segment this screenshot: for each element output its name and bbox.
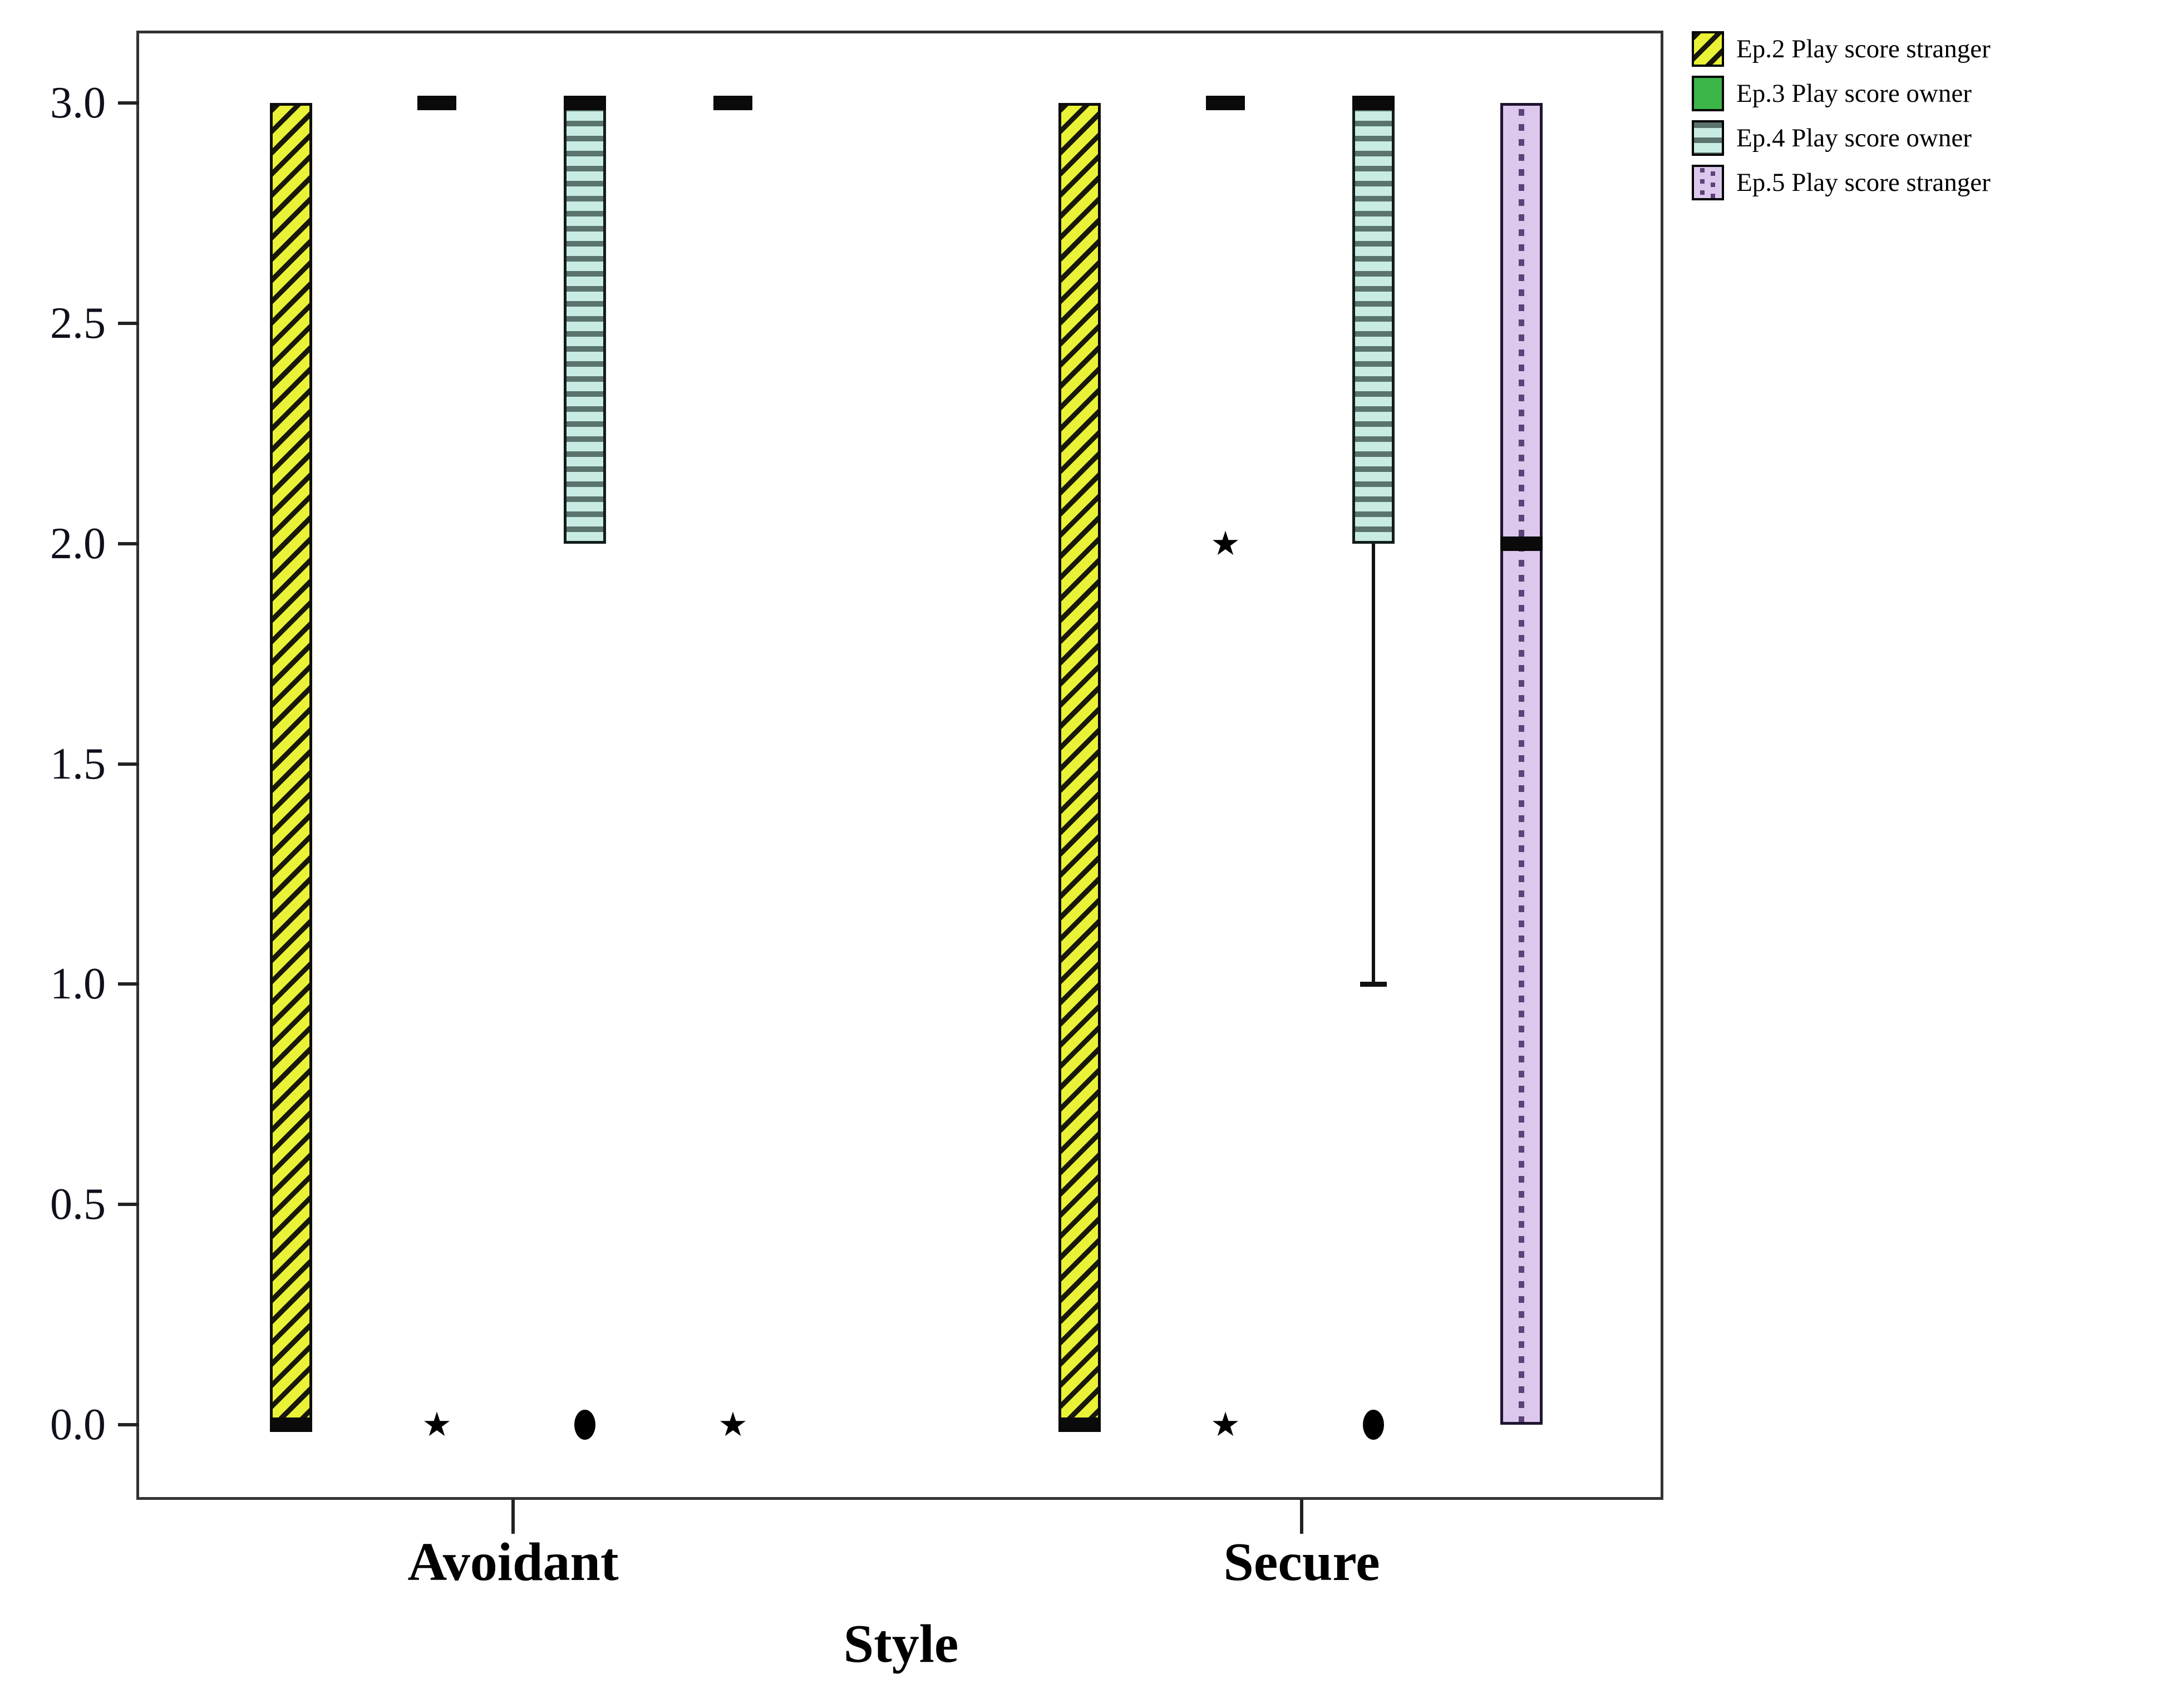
legend: Ep.2 Play score stranger Ep.3 Play score… xyxy=(1692,31,1991,200)
legend-swatch-ep3-solid-icon xyxy=(1692,76,1724,111)
legend-swatch-ep4-stripes-icon xyxy=(1692,120,1724,156)
y-tick-label: 0.0 xyxy=(50,1400,106,1449)
legend-label-ep3: Ep.3 Play score owner xyxy=(1736,78,1972,108)
x-tick xyxy=(1300,1499,1303,1534)
legend-item-ep2: Ep.2 Play score stranger xyxy=(1692,31,1991,67)
y-tick xyxy=(118,982,139,986)
y-tick-label: 3.0 xyxy=(50,78,106,127)
y-tick-label: 0.5 xyxy=(50,1180,106,1229)
y-tick-label: 2.0 xyxy=(50,519,106,568)
legend-label-ep5: Ep.5 Play score stranger xyxy=(1736,168,1991,197)
median-bar-avoidant-ep-2-play-score-stranger xyxy=(270,1417,312,1432)
plot-frame xyxy=(136,31,1663,1500)
legend-swatch-ep5-dots-icon xyxy=(1692,165,1724,200)
y-tick xyxy=(118,1203,139,1207)
whisker-secure-ep-4-play-score-owner xyxy=(1372,543,1375,985)
y-tick-label: 1.0 xyxy=(50,959,106,1009)
collapsed-box-avoidant-ep-3-play-score-owner xyxy=(417,96,456,110)
outlier-star-icon: ★ xyxy=(1210,524,1240,563)
legend-swatch-ep2-hatch-icon xyxy=(1692,31,1724,67)
median-bar-avoidant-ep-4-play-score-owner xyxy=(564,96,606,110)
box-avoidant-ep-4-play-score-owner xyxy=(564,103,606,544)
y-tick xyxy=(118,321,139,325)
median-bar-secure-ep-2-play-score-stranger xyxy=(1058,1417,1101,1432)
outlier-dot-icon xyxy=(574,1410,595,1440)
outlier-dot-icon xyxy=(1363,1410,1384,1440)
x-axis-title: Style xyxy=(843,1614,959,1674)
legend-item-ep3: Ep.3 Play score owner xyxy=(1692,76,1991,111)
outlier-star-icon: ★ xyxy=(1210,1405,1240,1444)
median-bar-secure-ep-4-play-score-owner xyxy=(1352,96,1395,110)
y-tick xyxy=(118,101,139,105)
legend-label-ep4: Ep.4 Play score owner xyxy=(1736,123,1972,152)
y-tick xyxy=(118,762,139,766)
outlier-star-icon: ★ xyxy=(718,1405,748,1444)
legend-item-ep5: Ep.5 Play score stranger xyxy=(1692,165,1991,200)
box-secure-ep-4-play-score-owner xyxy=(1352,103,1395,544)
y-tick-label: 1.5 xyxy=(50,739,106,789)
y-tick-label: 2.5 xyxy=(50,298,106,348)
box-secure-ep-5-play-score-stranger xyxy=(1500,103,1543,1425)
collapsed-box-avoidant-ep-5-play-score-stranger xyxy=(713,96,752,110)
y-tick xyxy=(118,542,139,545)
legend-label-ep2: Ep.2 Play score stranger xyxy=(1736,34,1991,63)
y-tick xyxy=(118,1423,139,1426)
box-secure-ep-2-play-score-stranger xyxy=(1058,103,1101,1425)
legend-item-ep4: Ep.4 Play score owner xyxy=(1692,120,1991,156)
collapsed-box-secure-ep-3-play-score-owner xyxy=(1206,96,1245,110)
x-category-label-avoidant: Avoidant xyxy=(407,1532,619,1592)
x-category-label-secure: Secure xyxy=(1223,1532,1380,1592)
median-bar-secure-ep-5-play-score-stranger xyxy=(1500,536,1543,551)
x-tick xyxy=(511,1499,515,1534)
whisker-cap-secure-ep-4-play-score-owner xyxy=(1360,982,1387,987)
box-avoidant-ep-2-play-score-stranger xyxy=(270,103,312,1425)
outlier-star-icon: ★ xyxy=(422,1405,452,1444)
